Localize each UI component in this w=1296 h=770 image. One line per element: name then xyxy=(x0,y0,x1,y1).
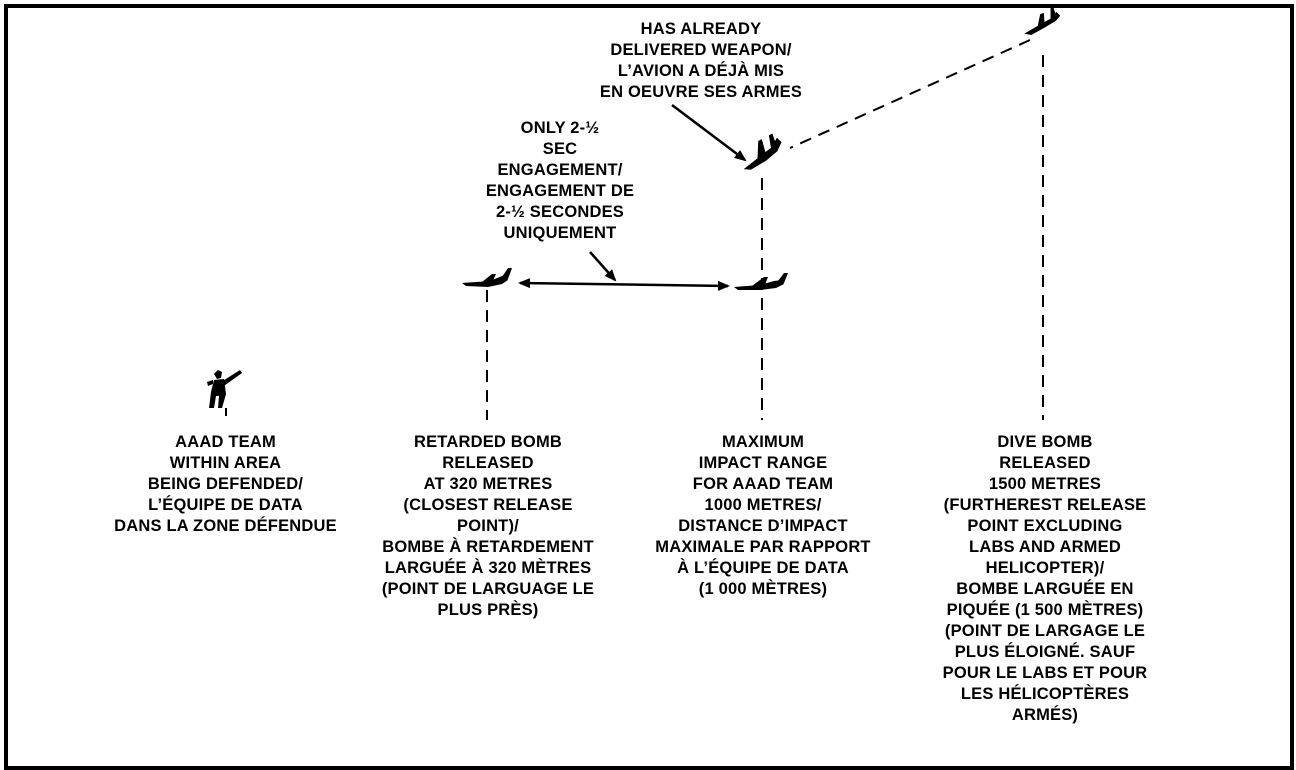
jet-aircraft-icon xyxy=(734,273,788,290)
dive-bomb-label: DIVE BOMB RELEASED 1500 METRES (FURTHERE… xyxy=(942,433,1148,724)
retarded-bomb-label: RETARDED BOMB RELEASED AT 320 METRES (CL… xyxy=(381,433,595,619)
dive-flight-path xyxy=(789,39,1031,149)
jet-aircraft-icon xyxy=(743,133,782,170)
jet-aircraft-icon xyxy=(462,268,512,287)
max-impact-label: MAXIMUM IMPACT RANGE FOR AAAD TEAM 1000 … xyxy=(655,433,871,598)
already-delivered-label: HAS ALREADY DELIVERED WEAPON/ L’AVION A … xyxy=(599,20,803,101)
aaad-team-label: AAAD TEAM WITHIN AREA BEING DEFENDED/ L’… xyxy=(114,433,337,535)
engagement-pointer-arrow xyxy=(589,251,617,282)
delivered-pointer-arrow xyxy=(671,104,747,162)
engagement-label: ONLY 2-½ SEC ENGAGEMENT/ ENGAGEMENT DE 2… xyxy=(485,119,635,242)
aaad-soldier-icon xyxy=(207,370,242,408)
jet-aircraft-icon xyxy=(1024,6,1061,36)
engagement-double-arrow xyxy=(518,278,730,291)
